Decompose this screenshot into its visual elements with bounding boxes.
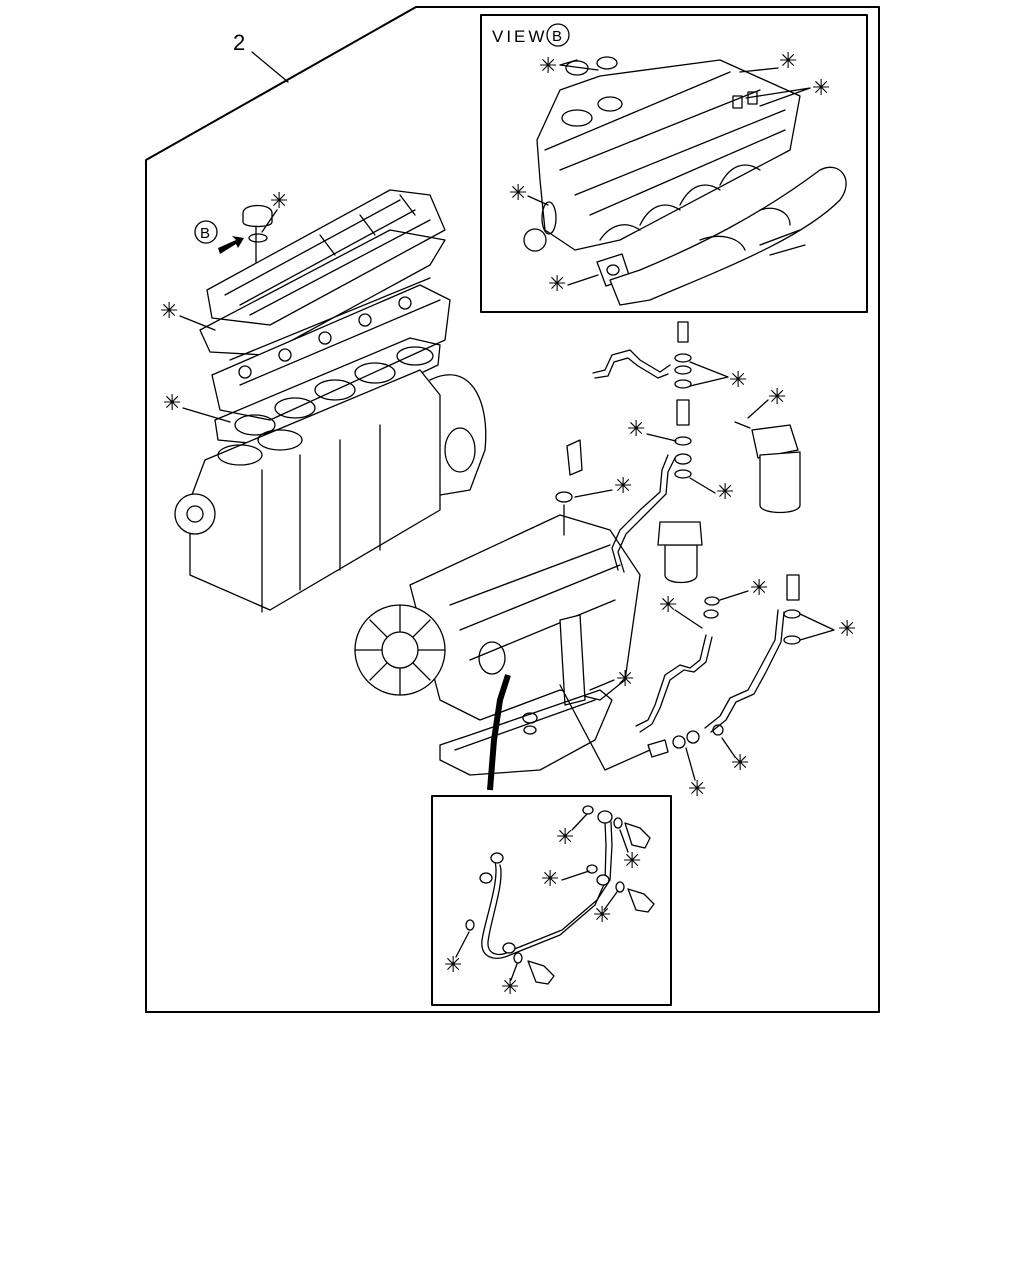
kit-marker: ✳ [838,617,856,642]
kit-marker: ✳ [616,667,634,692]
kit-marker: ✳ [768,385,786,410]
kit-marker: ✳ [812,76,830,101]
kit-marker: ✳ [593,903,611,928]
kit-marker: ✳ [163,391,181,416]
kit-marker: ✳ [750,576,768,601]
engine-side-view [354,439,641,776]
kit-marker: ✳ [623,849,641,874]
kit-marker: ✳ [548,272,566,297]
kit-marker: ✳ [444,953,462,978]
drain-plug [522,712,538,724]
view-label: VIEW [492,27,547,46]
view-letter: B [552,28,562,45]
kit-marker: ✳ [627,417,645,442]
view-letter-circle [546,23,570,47]
kit-marker: ✳ [688,777,706,802]
cylinder-head-top-view [523,56,847,306]
kit-frame [145,6,880,1013]
item-number-leader [251,51,289,83]
direction-marker-letter: B [200,225,210,242]
kit-marker: ✳ [614,474,632,499]
kit-marker: ✳ [731,751,749,776]
harness-detail-inset: ✳ ✳ ✳ ✳ ✳ ✳ [431,795,672,1006]
kit-marker: ✳ [716,480,734,505]
drain-plug-washer [523,725,537,735]
fuel-system-parts [559,321,801,771]
kit-marker: ✳ [539,54,557,79]
direction-marker-b: B [194,220,244,254]
kit-marker: ✳ [659,593,677,618]
kit-marker: ✳ [779,49,797,74]
view-b-frame [480,14,868,313]
kit-marker: ✳ [729,368,747,393]
harness-detail-frame [431,795,672,1006]
item-number-label: 2 [233,30,245,55]
engine-block-assembly [174,189,487,613]
kit-marker: ✳ [556,825,574,850]
kit-marker: ✳ [501,975,519,1000]
view-b-inset: VIEW B ✳ ✳ ✳ ✳ ✳ [480,14,868,313]
kit-marker: ✳ [270,189,288,214]
kit-marker: ✳ [509,181,527,206]
kit-marker: ✳ [160,299,178,324]
kit-marker: ✳ [541,867,559,892]
